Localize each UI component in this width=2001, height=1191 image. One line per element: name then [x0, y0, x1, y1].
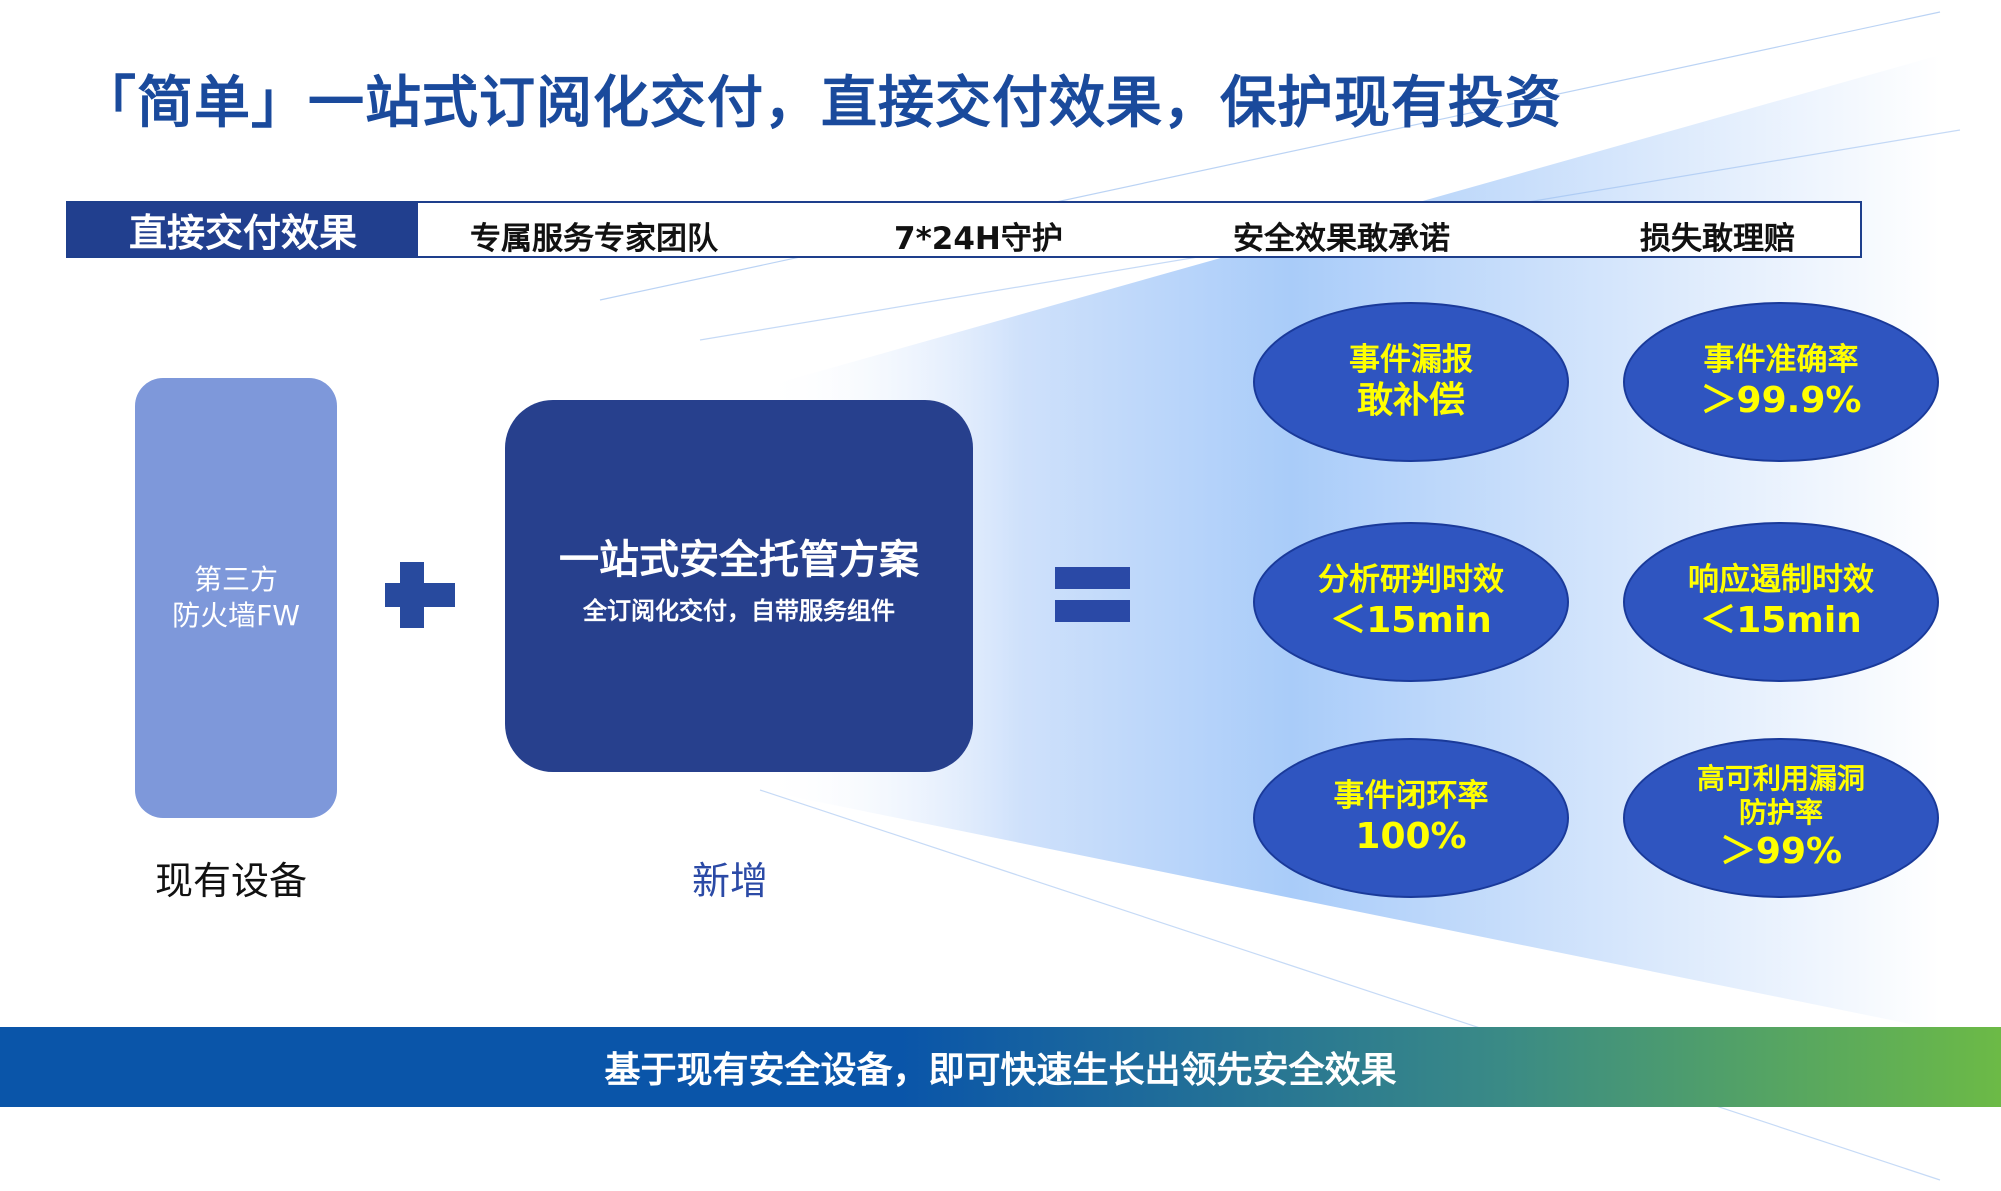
- plus-icon-bar: [385, 583, 455, 607]
- tab-security-commitment[interactable]: 安全效果敢承诺: [1233, 221, 1450, 257]
- firewall-line2: 防火墙FW: [172, 599, 300, 632]
- page-title: 「简单」一站式订阅化交付，直接交付效果，保护现有投资: [80, 71, 1562, 136]
- result-ellipse: 高可利用漏洞 防护率 ＞99%: [1623, 738, 1939, 898]
- result-line1: 事件漏报: [1349, 342, 1473, 378]
- result-line2: 敢补偿: [1356, 380, 1465, 421]
- result-ellipse: 事件闭环率 100%: [1253, 738, 1569, 898]
- tab-loss-compensation[interactable]: 损失敢理赔: [1640, 221, 1795, 257]
- result-line2: ＜15min: [1330, 600, 1492, 641]
- result-line1: 分析研判时效: [1318, 562, 1504, 598]
- existing-device-label: 现有设备: [155, 859, 308, 903]
- result-line1: 高可利用漏洞: [1696, 762, 1865, 795]
- result-line1: 事件准确率: [1703, 342, 1859, 378]
- equals-icon: [1055, 567, 1130, 589]
- solution-title: 一站式安全托管方案: [559, 536, 919, 583]
- firewall-box: 第三方 防火墙FW: [135, 378, 337, 818]
- equals-icon-bar: [1055, 600, 1130, 622]
- result-ellipse: 响应遏制时效 ＜15min: [1623, 522, 1939, 682]
- result-line1: 事件闭环率: [1333, 778, 1489, 814]
- tab-expert-team[interactable]: 专属服务专家团队: [470, 221, 718, 257]
- result-ellipse: 事件准确率 ＞99.9%: [1623, 302, 1939, 462]
- tab-24h-guard[interactable]: 7*24H守护: [894, 221, 1063, 257]
- result-line2: ＞99%: [1719, 831, 1843, 872]
- tab-bar: 直接交付效果 专属服务专家团队 7*24H守护 安全效果敢承诺 损失敢理赔: [66, 201, 1862, 258]
- result-line2: ＜15min: [1700, 600, 1862, 641]
- result-line1: 响应遏制时效: [1688, 562, 1874, 598]
- solution-subtitle: 全订阅化交付，自带服务组件: [583, 596, 895, 625]
- managed-security-solution-box: 一站式安全托管方案 全订阅化交付，自带服务组件: [505, 400, 973, 772]
- new-label: 新增: [692, 859, 769, 903]
- result-line2: 100%: [1355, 816, 1467, 857]
- bottom-banner: 基于现有安全设备，即可快速生长出领先安全效果: [0, 1027, 2001, 1107]
- result-ellipse: 事件漏报 敢补偿: [1253, 302, 1569, 462]
- tab-direct-delivery[interactable]: 直接交付效果: [68, 203, 418, 256]
- result-line2: ＞99.9%: [1700, 380, 1862, 421]
- result-ellipse: 分析研判时效 ＜15min: [1253, 522, 1569, 682]
- result-line1b: 防护率: [1738, 796, 1823, 829]
- firewall-line1: 第三方: [193, 563, 278, 596]
